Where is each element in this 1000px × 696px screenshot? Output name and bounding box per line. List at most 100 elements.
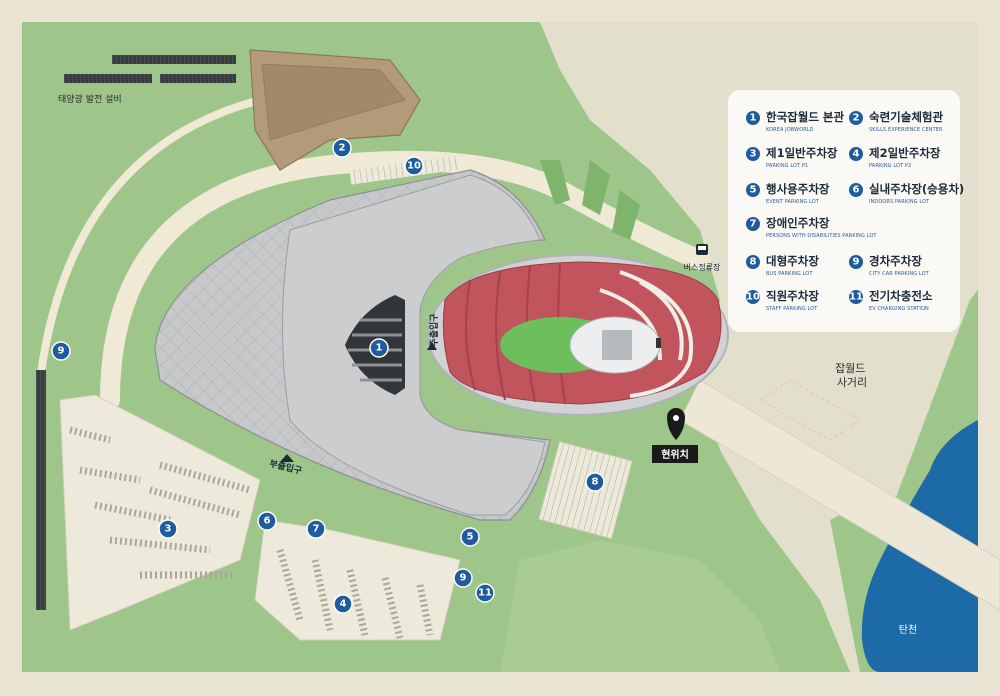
main-road	[679, 379, 1000, 611]
legend-number: 6	[853, 185, 860, 196]
solar-panel-left	[36, 370, 46, 610]
legend-subtitle: PARKING LOT P1	[766, 163, 808, 169]
sub-entrance-arrow-icon	[280, 454, 294, 462]
legend-item: 10 직원주차장 STAFF PARKING LOT	[746, 289, 819, 312]
current-location-badge	[652, 445, 698, 463]
legend-title: 경차주차장	[869, 254, 922, 268]
outer-loop-path	[36, 96, 262, 381]
parking-rows	[69, 426, 251, 579]
map-pin[interactable]: 7	[306, 519, 326, 539]
main-building-roof	[282, 174, 546, 516]
staff-parking-strip	[349, 155, 461, 185]
map-pin[interactable]: 8	[585, 472, 605, 492]
map-pin[interactable]: 9	[51, 341, 71, 361]
legend-number-badge	[746, 290, 760, 304]
main-entrance: 주출입구	[428, 313, 440, 346]
legend-background	[728, 90, 960, 332]
legend-title: 대형주차장	[766, 254, 819, 268]
river-top	[960, 470, 978, 560]
legend-number-badge	[849, 290, 863, 304]
svg-text:1: 1	[376, 343, 383, 354]
river-upper	[965, 420, 978, 450]
legend-subtitle: STAFF PARKING LOT	[766, 306, 818, 312]
legend-number: 11	[849, 292, 863, 303]
legend-item: 4 제2일반주차장 PARKING LOT P2	[849, 146, 941, 169]
legend-number: 3	[750, 149, 757, 160]
legend-title: 전기차충전소	[869, 289, 933, 303]
svg-text:11: 11	[478, 588, 492, 599]
legend-subtitle: EVENT PARKING LOT	[766, 199, 820, 205]
bus-icon-window	[698, 246, 706, 250]
solar-panel	[112, 55, 236, 64]
legend-title: 직원주차장	[766, 289, 819, 303]
intersection-label-line2: 사거리	[837, 376, 867, 389]
map-pin[interactable]: 2	[332, 138, 352, 158]
map-pin[interactable]: 6	[257, 511, 277, 531]
svg-text:9: 9	[58, 346, 65, 357]
intersection-label: 잡월드 사거리	[835, 362, 869, 389]
svg-text:6: 6	[264, 516, 271, 527]
bus-stop-label: 버스정류장	[684, 262, 721, 272]
svg-text:5: 5	[467, 532, 474, 543]
legend-number-badge	[746, 183, 760, 197]
legend-number: 9	[853, 257, 860, 268]
svg-text:3: 3	[165, 524, 172, 535]
legend-item: 1 한국잡월드 본관 KOREA JOBWORLD	[746, 110, 844, 133]
right-grass-strip	[880, 290, 978, 560]
legend-title: 한국잡월드 본관	[766, 110, 844, 124]
map-pin[interactable]: 9	[453, 568, 473, 588]
stage-marker	[656, 338, 661, 348]
parking-rows-p2	[276, 549, 434, 639]
location-pin-dot	[673, 415, 679, 421]
legend-subtitle: KOREA JOBWORLD	[766, 127, 814, 133]
main-entrance-arrow-icon	[427, 342, 437, 350]
legend-number: 7	[750, 219, 757, 230]
solar-panel	[160, 74, 236, 83]
legend-number: 10	[746, 292, 760, 303]
solar-label: 태양광 발전 설비	[58, 93, 122, 105]
legend-number-badge	[849, 255, 863, 269]
legend-number: 4	[853, 149, 860, 160]
legend-number-badge	[849, 183, 863, 197]
legend-subtitle: BUS PARKING LOT	[766, 271, 813, 277]
current-location-label: 현위치	[661, 448, 689, 461]
legend-number-badge	[849, 111, 863, 125]
legend-title: 숙련기술체험관	[869, 110, 943, 124]
main-entrance-label: 주출입구	[428, 313, 440, 346]
legend-subtitle: PARKING LOT P2	[869, 163, 911, 169]
svg-text:2: 2	[339, 143, 346, 154]
intersection-label-line1: 잡월드	[835, 362, 865, 375]
map-pin[interactable]: 10	[404, 156, 424, 176]
bus-parking-lot	[538, 441, 633, 540]
bus-stop: 버스정류장	[684, 244, 721, 272]
legend-number-badge	[746, 255, 760, 269]
legend-title: 제2일반주차장	[869, 146, 941, 160]
legend-subtitle: EV CHARGING STATION	[869, 306, 929, 312]
legend-subtitle: PERSONS WITH DISABILITIES PARKING LOT	[766, 233, 877, 239]
legend-title: 장애인주차장	[766, 216, 830, 230]
stage-center	[602, 330, 632, 360]
legend-number: 1	[750, 113, 757, 124]
svg-text:10: 10	[407, 161, 421, 172]
river-label: 탄천	[899, 624, 917, 636]
svg-text:4: 4	[340, 599, 347, 610]
legend-number-badge	[746, 217, 760, 231]
legend-number-badge	[746, 111, 760, 125]
map-pin[interactable]: 5	[460, 527, 480, 547]
legend-item: 7 장애인주차장 PERSONS WITH DISABILITIES PARKING…	[746, 216, 877, 239]
map-pin[interactable]: 11	[475, 583, 495, 603]
map-pin[interactable]: 4	[333, 594, 353, 614]
map-pin[interactable]: 1	[369, 338, 389, 358]
legend-number: 2	[853, 113, 860, 124]
stadium-seat-lines	[465, 263, 566, 405]
road-crossing	[759, 379, 861, 441]
lower-park	[500, 540, 780, 672]
map-pin[interactable]: 3	[158, 519, 178, 539]
